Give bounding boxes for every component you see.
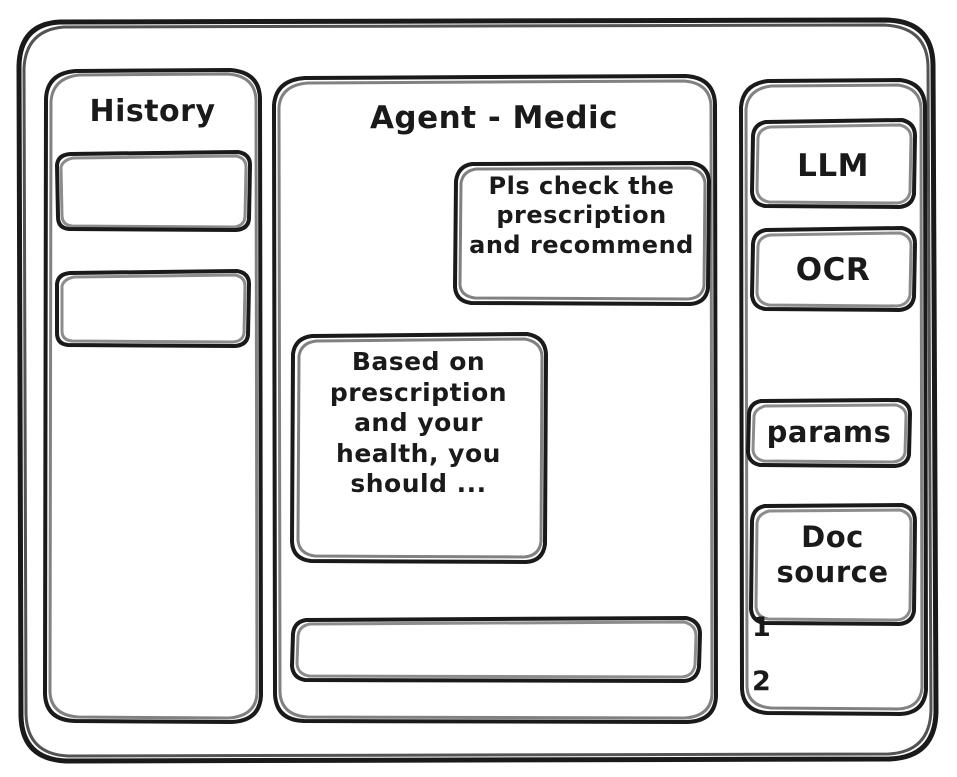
llm-button-label: LLM	[797, 148, 869, 184]
agent-title: Agent - Medic	[369, 100, 619, 136]
assistant-message-text: Based on prescription and your health, y…	[329, 347, 508, 498]
composer-input[interactable]	[292, 618, 700, 682]
history-list-item[interactable]	[57, 152, 249, 230]
user-message-text: Pls check the prescription and recommend	[469, 172, 694, 259]
history-title: History	[89, 94, 216, 129]
params-button-label: params	[766, 415, 892, 449]
history-list-item[interactable]	[57, 271, 249, 346]
doc-source-item-marker[interactable]: 1	[752, 612, 772, 643]
doc-source-label: Doc source	[776, 520, 889, 590]
doc-source-item-marker[interactable]: 2	[752, 666, 772, 697]
ocr-button-label: OCR	[795, 252, 871, 288]
